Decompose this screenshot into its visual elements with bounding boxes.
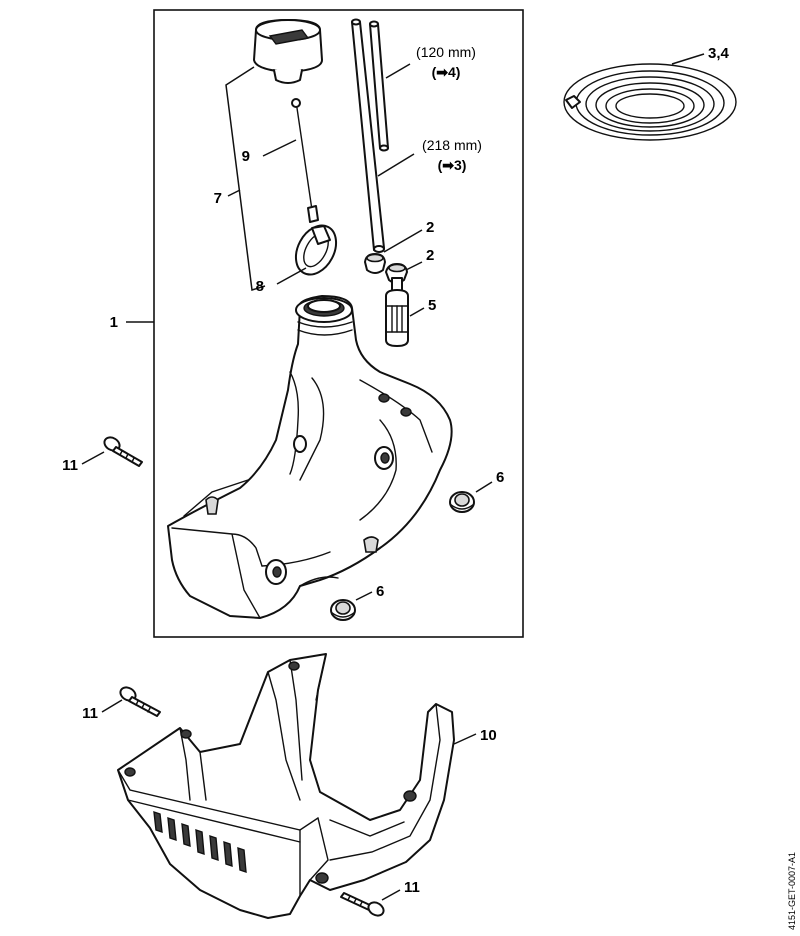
screw-left bbox=[103, 436, 143, 467]
leader-2a bbox=[383, 229, 423, 253]
leader-7 bbox=[227, 189, 241, 197]
leader-6b bbox=[355, 591, 373, 601]
label-11-left: 11 bbox=[62, 457, 78, 474]
leader-hose-short bbox=[385, 63, 411, 79]
screw-bottom bbox=[340, 892, 385, 917]
group-bracket bbox=[225, 66, 266, 291]
buffer-bottom bbox=[330, 599, 356, 621]
label-3-4: 3,4 bbox=[708, 45, 730, 62]
label-11-bottom: 11 bbox=[404, 879, 420, 896]
retaining-cord bbox=[291, 98, 319, 223]
document-id: 4151-GET-0007-A1 bbox=[787, 852, 797, 930]
leader-10 bbox=[453, 733, 477, 745]
label-8: 8 bbox=[256, 278, 264, 295]
lower-housing bbox=[117, 653, 455, 919]
leader-8 bbox=[276, 267, 307, 285]
label-2-upper: 2 bbox=[426, 219, 434, 236]
retainer-ring bbox=[294, 224, 338, 276]
leader-5 bbox=[409, 307, 425, 317]
grommet-upper bbox=[364, 253, 386, 274]
leader-11b bbox=[101, 699, 123, 713]
fuel-tank bbox=[167, 295, 453, 619]
fuel-filter bbox=[385, 277, 409, 347]
label-1: 1 bbox=[110, 314, 118, 331]
leader-6a bbox=[475, 481, 493, 493]
label-6-right: 6 bbox=[496, 469, 504, 486]
label-10: 10 bbox=[480, 727, 497, 744]
leader-11a bbox=[81, 451, 105, 465]
label-5: 5 bbox=[428, 297, 436, 314]
label-11-mid: 11 bbox=[82, 705, 98, 722]
label-6-bottom: 6 bbox=[376, 583, 384, 600]
note-hose-long-ref: (➡3) bbox=[438, 157, 467, 173]
leader-hose-long bbox=[377, 153, 415, 177]
label-9: 9 bbox=[242, 148, 250, 165]
leader-2b bbox=[405, 261, 423, 271]
hose-coil bbox=[563, 63, 737, 141]
label-2-lower: 2 bbox=[426, 247, 434, 264]
buffer-right bbox=[449, 491, 475, 513]
tank-cap bbox=[253, 19, 323, 84]
note-hose-short-ref: (➡4) bbox=[432, 64, 461, 80]
leader-34 bbox=[671, 53, 705, 65]
leader-11c bbox=[381, 889, 401, 901]
fuel-hoses bbox=[351, 18, 389, 253]
note-hose-long-length: (218 mm) bbox=[422, 137, 482, 153]
note-hose-short-length: (120 mm) bbox=[416, 44, 476, 60]
screw-mid bbox=[119, 686, 161, 717]
label-7: 7 bbox=[214, 190, 222, 207]
leader-9 bbox=[262, 139, 297, 157]
tank-assembly-frame bbox=[153, 9, 524, 638]
